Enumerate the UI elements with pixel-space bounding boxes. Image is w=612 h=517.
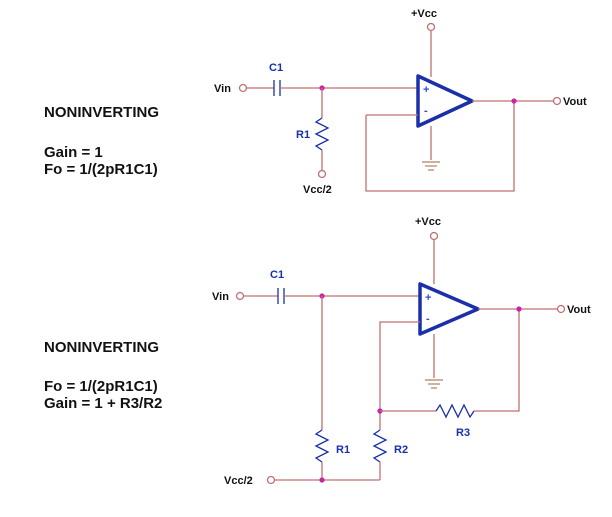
circuit2-minus-wire: [379, 321, 420, 430]
circuit2-gain: Gain = 1 + R3/R2: [44, 395, 162, 412]
circuit1-vin-label: Vin: [214, 83, 231, 95]
circuit2-r1-resistor: [314, 429, 330, 463]
circuit1-vout-terminal: [552, 96, 562, 106]
circuit2-minus-sign: -: [426, 313, 430, 325]
circuit1-ground-icon: [422, 161, 440, 171]
circuit1-node-output: [511, 98, 517, 104]
circuit1-gain: Gain = 1: [44, 144, 103, 161]
circuit2-r1-label: R1: [336, 444, 350, 456]
circuit1-r1-resistor: [314, 117, 330, 151]
circuit1-fo: Fo = 1/(2pR1C1): [44, 161, 158, 178]
circuit1-vcchalf-label: Vcc/2: [303, 184, 332, 196]
circuit2-vin-terminal: [235, 291, 245, 301]
circuit2-schematic: +Vcc Vin C1 R1 Vcc/2 + -: [212, 216, 591, 487]
circuit2-caption: NONINVERTING Fo = 1/(2pR1C1) Gain = 1 + …: [44, 339, 162, 412]
circuit2-plus-sign: +: [425, 292, 431, 304]
circuit2-fo: Fo = 1/(2pR1C1): [44, 378, 158, 395]
circuit2-ground-icon: [425, 379, 443, 389]
circuit2-vcc-label: +Vcc: [415, 216, 441, 228]
circuit1-c1-label: C1: [269, 62, 283, 74]
circuit2-vcchalf-label: Vcc/2: [224, 475, 253, 487]
circuit2-title: NONINVERTING: [44, 339, 159, 356]
circuit2-node-output: [516, 306, 522, 312]
circuit2-r3-resistor: [435, 403, 475, 419]
circuit1-feedback-wire: [365, 101, 515, 192]
circuit2-r3-wire-right: [474, 309, 520, 412]
circuit2-node-vcchalf: [319, 477, 325, 483]
circuit1-r1-label: R1: [296, 129, 310, 141]
circuit2-vcchalf-terminal: [266, 475, 276, 485]
circuit1-opamp: [416, 74, 474, 128]
circuit2-vout-label: Vout: [567, 304, 591, 316]
circuit2-opamp: [418, 282, 480, 336]
circuit1-minus-sign: -: [424, 105, 428, 117]
circuit2-r2-resistor: [372, 429, 388, 463]
circuit1-plus-sign: +: [423, 84, 429, 96]
circuit2-r3-label: R3: [456, 427, 470, 439]
circuit2-r2-label: R2: [394, 444, 408, 456]
circuit1-vcchalf-terminal: [317, 169, 327, 179]
circuit2-vin-label: Vin: [212, 291, 229, 303]
circuit1-vcc-terminal: [426, 22, 436, 32]
circuit1-schematic: +Vcc Vin C1 R1 Vcc/2 + -: [214, 8, 587, 196]
circuit2-c1-label: C1: [270, 269, 284, 281]
circuit1-vin-terminal: [238, 83, 248, 93]
circuit1-vcc-label: +Vcc: [411, 8, 437, 20]
circuit2-vout-terminal: [556, 304, 566, 314]
circuit1-vout-label: Vout: [563, 96, 587, 108]
circuit2-vcc-terminal: [429, 231, 439, 241]
circuit1-caption: NONINVERTING Gain = 1 Fo = 1/(2pR1C1): [44, 104, 159, 178]
circuit1-title: NONINVERTING: [44, 104, 159, 121]
